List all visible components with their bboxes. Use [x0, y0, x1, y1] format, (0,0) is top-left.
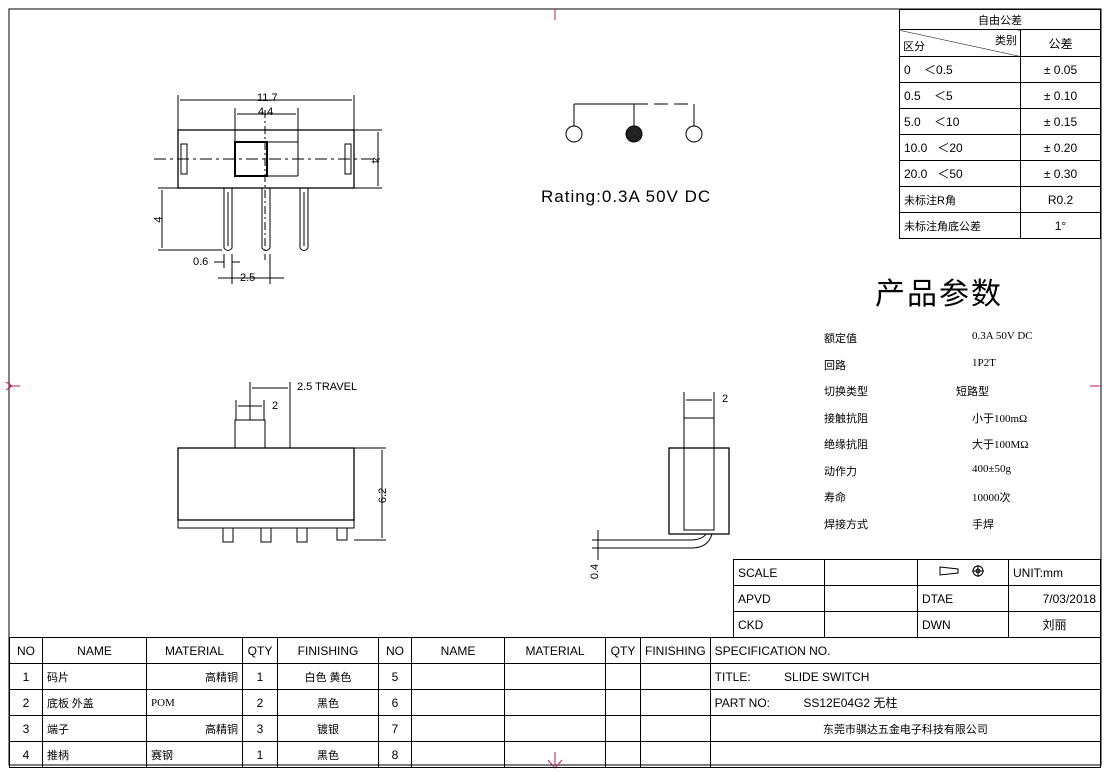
- company-name: 东莞市骐达五金电子科技有限公司: [709, 715, 1102, 742]
- bom-table: NO NAME MATERIAL QTY FINISHING NO NAME M…: [9, 637, 1102, 768]
- bom-header: NO: [9, 637, 43, 664]
- dim-11-7: 11.7: [257, 92, 278, 104]
- title-block: SCALE UNIT:mm APVD DTAE 7/03/2018 CKD DW…: [733, 559, 1101, 638]
- param-key: 动作力: [824, 465, 857, 478]
- bom-header: NAME: [42, 637, 147, 664]
- param-value: 小于100mΩ: [972, 412, 1028, 425]
- param-value: 400±50g: [972, 462, 1012, 475]
- dim-4-4: 4.4: [258, 106, 274, 118]
- header-range: 区分: [903, 41, 925, 53]
- tol-value: ± 0.30: [1020, 160, 1101, 187]
- tol-range: 0.5 ＜5: [899, 82, 1021, 109]
- angle-tol-label: 未标注角底公差: [899, 212, 1021, 239]
- param-value: 大于100MΩ: [972, 439, 1029, 451]
- apvd-label: APVD: [733, 585, 825, 612]
- bom-header: FINISHING: [277, 637, 379, 664]
- scale-label: SCALE: [733, 559, 825, 586]
- title-row: TITLE: SLIDE SWITCH: [709, 663, 1102, 690]
- bom-header: QTY: [605, 637, 641, 664]
- header-tolerance: 公差: [1020, 29, 1101, 57]
- dim-0-4: 0.4: [589, 563, 602, 580]
- r-angle-value: R0.2: [1020, 186, 1101, 213]
- dwn-label: DWN: [917, 611, 1009, 638]
- dim-2-5: 2.5: [240, 272, 256, 284]
- tol-value: ± 0.10: [1020, 82, 1101, 109]
- param-key: 绝缘抗阻: [824, 439, 868, 451]
- bom-header: QTY: [242, 637, 278, 664]
- param-value: 0.3A 50V DC: [972, 330, 1033, 342]
- header-category: 类别: [995, 35, 1017, 47]
- param-key: 额定值: [824, 333, 857, 345]
- dim-4-height: 4: [368, 157, 381, 164]
- bom-header: FINISHING: [640, 637, 711, 664]
- tolerance-table: 自由公差 类别 区分 公差 0 ＜0.5± 0.05 0.5 ＜5± 0.10 …: [899, 9, 1101, 239]
- angle-tol-value: 1°: [1020, 212, 1101, 239]
- tol-range: 5.0 ＜10: [899, 108, 1021, 135]
- bom-header: NO: [378, 637, 412, 664]
- dim-0-6: 0.6: [193, 256, 209, 268]
- tol-value: ± 0.05: [1020, 56, 1101, 83]
- tolerance-title: 自由公差: [899, 9, 1101, 30]
- dim-2-knob: 2: [272, 400, 279, 412]
- param-value: 短路型: [956, 386, 989, 398]
- dim-4-pin: 4: [152, 216, 165, 223]
- param-value: 1P2T: [972, 356, 996, 369]
- projection-symbol-icon: [917, 559, 1009, 586]
- spec-no-label: SPECIFICATION NO.: [709, 637, 1102, 664]
- tol-range: 10.0 ＜20: [899, 134, 1021, 161]
- r-angle-label: 未标注R角: [899, 186, 1021, 213]
- param-key: 切换类型: [824, 386, 868, 398]
- param-key: 焊接方式: [824, 518, 868, 531]
- param-value: 10000次: [972, 492, 1011, 504]
- date-value: 7/03/2018: [1008, 585, 1101, 612]
- param-key: 回路: [824, 359, 846, 372]
- param-key: 接触抗阻: [824, 412, 868, 425]
- tol-range: 0 ＜0.5: [899, 56, 1021, 83]
- param-key: 寿命: [824, 492, 846, 504]
- tol-range: 20.0 ＜50: [899, 160, 1021, 187]
- params-title: 产品参数: [875, 278, 1003, 311]
- top-view: [154, 95, 382, 284]
- bom-header: MATERIAL: [146, 637, 243, 664]
- tol-value: ± 0.15: [1020, 108, 1101, 135]
- dim-2-side: 2: [722, 393, 729, 405]
- dim-6-2: 6.2: [377, 487, 390, 504]
- tol-value: ± 0.20: [1020, 134, 1101, 161]
- ckd-label: CKD: [733, 611, 825, 638]
- part-row: PART NO: SS12E04G2 无柱: [709, 689, 1102, 716]
- bom-header: MATERIAL: [504, 637, 606, 664]
- drawer-name: 刘丽: [1008, 611, 1101, 638]
- bom-header: NAME: [411, 637, 505, 664]
- unit-label: UNIT:mm: [1008, 559, 1101, 586]
- params-list: 额定值 0.3A 50V DC 回路 1P2T 切换类型 短路型 接触抗阻 小于100m…: [824, 330, 1084, 542]
- rating-label: Rating:0.3A 50V DC: [541, 187, 712, 206]
- dim-travel: 2.5 TRAVEL: [297, 381, 358, 393]
- param-value: 手焊: [972, 518, 994, 531]
- side-view: [592, 392, 730, 560]
- front-view: [177, 382, 386, 543]
- circuit-schematic: [565, 103, 703, 143]
- dtae-label: DTAE: [917, 585, 1009, 612]
